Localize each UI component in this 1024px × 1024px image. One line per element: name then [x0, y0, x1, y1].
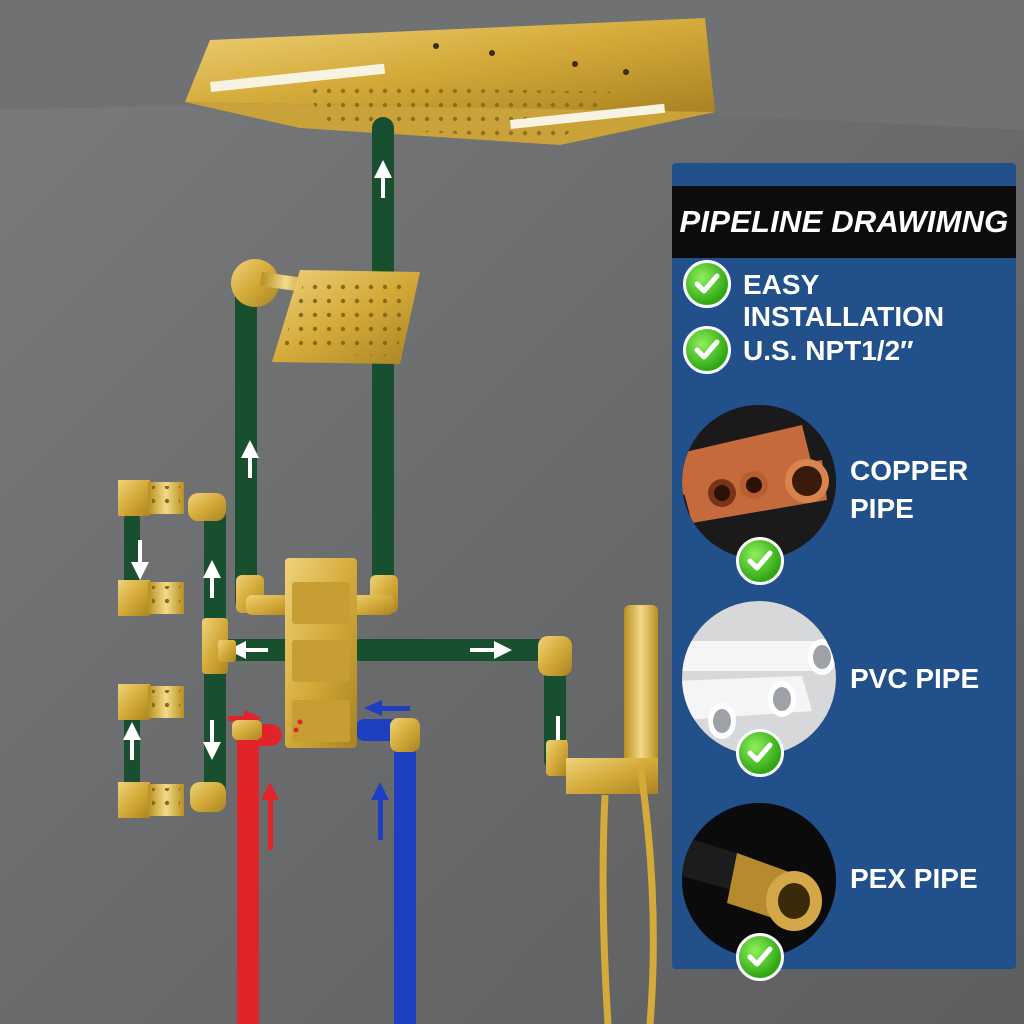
pex-pipe-image	[682, 803, 836, 957]
thermostatic-valve	[285, 558, 357, 748]
info-panel: PIPELINE DRAWIMNG EASY INSTALLATION U.S.…	[672, 163, 1016, 981]
checkmark-icon	[736, 537, 784, 585]
copper-pipe-label-line1: COPPER	[850, 455, 969, 486]
copper-pipe-image	[682, 405, 836, 559]
feature-easy-installation: EASY INSTALLATION	[743, 269, 945, 332]
pex-pipe-label: PEX PIPE	[850, 863, 978, 894]
feature-npt-thread: U.S. NPT1/2″	[743, 335, 914, 366]
checkmark-icon	[683, 326, 731, 374]
cold-water-arrows	[364, 700, 410, 840]
checkmark-icon	[683, 260, 731, 308]
hand-shower	[566, 605, 658, 1024]
copper-pipe-label-line2: PIPE	[850, 493, 914, 524]
pvc-pipe-label: PVC PIPE	[850, 663, 980, 694]
panel-title: PIPELINE DRAWIMNG	[672, 186, 1016, 258]
copper-pipe-label: COPPER PIPE	[850, 452, 968, 528]
checkmark-icon	[736, 933, 784, 981]
ceiling-rain-shower-panel	[185, 18, 715, 145]
wall-shower-head	[231, 259, 420, 364]
gold-fittings	[188, 493, 572, 812]
body-jets	[118, 480, 184, 818]
checkmark-icon	[736, 729, 784, 777]
